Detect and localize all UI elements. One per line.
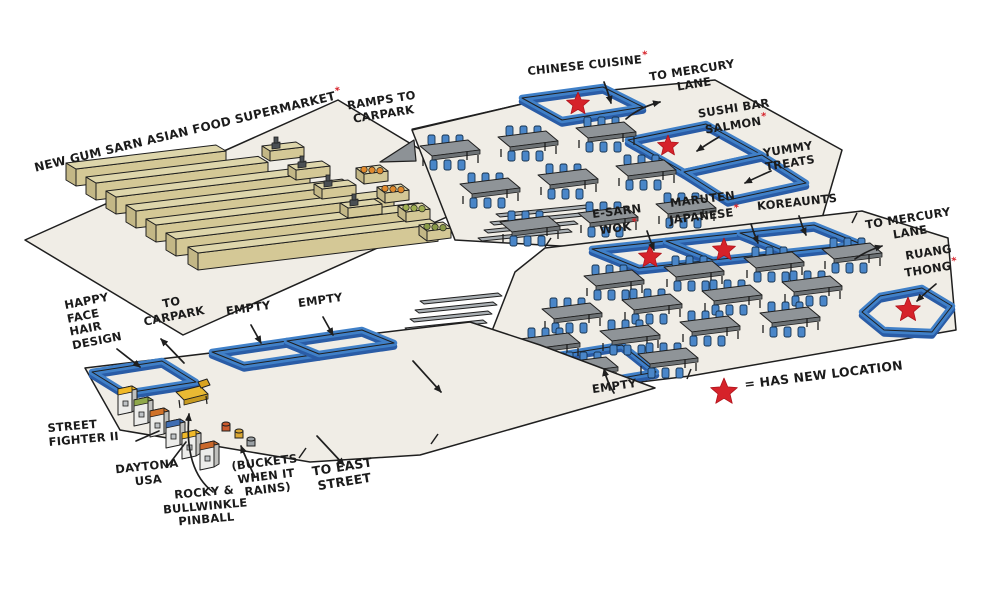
maruten-japanese-star [712, 237, 736, 261]
chinese-cuisine-stall [518, 83, 647, 127]
arcade-machines [117, 385, 220, 471]
checkout-counters [261, 136, 383, 219]
legend-star [710, 377, 738, 404]
produce-bins [355, 164, 452, 242]
supermarket-aisles [65, 144, 439, 271]
empty-stall-left-2 [283, 326, 398, 361]
annotation-arrows [116, 81, 937, 493]
pinball-machine [175, 378, 211, 409]
ruang-thong-stall [858, 284, 956, 339]
buckets [221, 421, 256, 447]
e-sarn-wok-star [638, 244, 662, 268]
sushi-bar-star [657, 134, 679, 156]
edge-ticks [298, 212, 858, 459]
chinese-cuisine-star [566, 91, 590, 115]
legend [710, 377, 738, 404]
ruang-thong-star [895, 296, 921, 321]
